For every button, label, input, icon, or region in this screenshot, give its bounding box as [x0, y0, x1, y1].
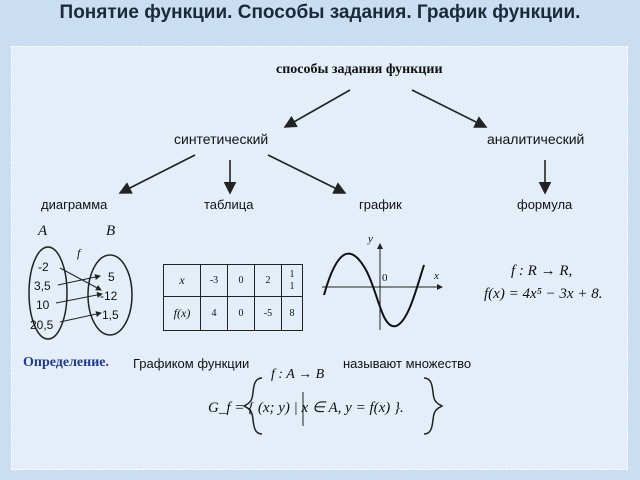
table-label: таблица [204, 197, 254, 212]
a-value: 20,5 [30, 318, 54, 332]
arrow-synthetic-diagram [118, 154, 196, 194]
b-value: 1,5 [102, 308, 119, 322]
set-b-label: B [106, 223, 116, 239]
graph-y-label: y [368, 233, 373, 245]
graph-x-label: x [434, 270, 439, 282]
content-panel [11, 46, 628, 470]
formula-line2: f(x) = 4x⁵ − 3x + 8. [484, 286, 603, 302]
formula-label: формула [517, 197, 573, 212]
table-cell: 4 [200, 296, 228, 331]
table-head-fx: f(x) [163, 296, 201, 331]
table-cell: 1 1 [281, 264, 303, 297]
analytic-label: аналитический [487, 131, 585, 147]
table-head-x: x [163, 264, 201, 297]
synthetic-label: синтетический [174, 131, 269, 147]
diagram-label: диаграмма [41, 197, 108, 212]
table-cell: 2 [254, 264, 282, 297]
formula-line1: f : R → R, [511, 263, 573, 279]
table-cell: 0 [227, 264, 255, 297]
arrow-root-analytic [411, 89, 488, 128]
graph-origin-label: 0 [382, 272, 388, 284]
a-value: -2 [38, 260, 49, 274]
set-close-brace [423, 377, 444, 435]
definition-func: f : A → B [271, 367, 325, 382]
a-value: 3,5 [34, 279, 51, 293]
graph-curve [323, 252, 425, 328]
mapping-f-label: f [77, 246, 81, 260]
set-b-ellipse [87, 254, 133, 336]
definition-set: G_f = { (x; y) | x ∈ A, y = f(x) }. [208, 400, 404, 416]
b-value: 5 [108, 270, 115, 284]
b-value: -12 [100, 289, 118, 303]
arrow-root-synthetic [283, 89, 351, 128]
function-graph [322, 243, 443, 330]
arrow-synthetic-graph [267, 154, 347, 194]
page-title: Понятие функции. Способы задания. График… [59, 2, 581, 23]
graph-label: график [359, 197, 402, 212]
a-value: 10 [36, 298, 50, 312]
set-a-ellipse [28, 246, 68, 340]
set-open-brace [242, 377, 263, 435]
table-cell: -3 [200, 264, 228, 297]
table-cell: 0 [227, 296, 255, 331]
table-cell: 8 [281, 296, 303, 331]
definition-text2: называют множество [343, 356, 472, 371]
set-a-label: A [38, 223, 48, 239]
definition-label: Определение. [23, 355, 109, 370]
tree-arrows [118, 89, 552, 195]
values-table: x -3 0 2 1 1 f(x) 4 0 -5 8 [163, 264, 303, 331]
table-cell: -5 [254, 296, 282, 331]
mapping-arrows [55, 267, 103, 323]
definition-text1: Графиком функции [133, 356, 250, 371]
root-label: способы задания функции [276, 62, 443, 77]
